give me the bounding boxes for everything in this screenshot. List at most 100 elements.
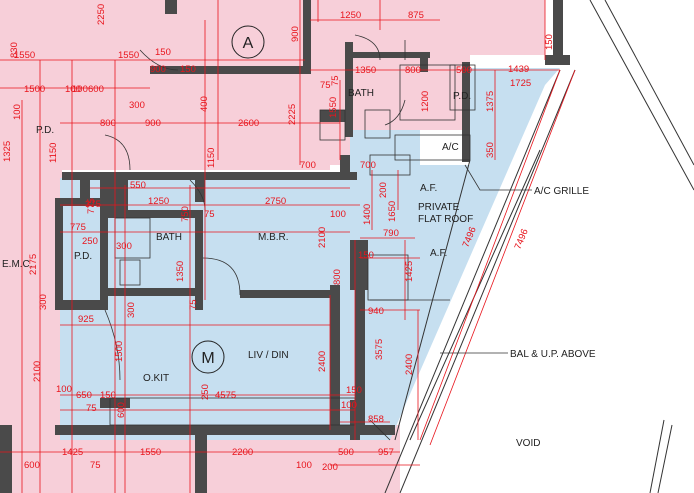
dim-300c: 300 — [126, 302, 137, 318]
dim-940: 940 — [368, 306, 384, 317]
room-pd-m: P.D. — [74, 251, 92, 262]
dim-75b: 75 — [320, 80, 331, 91]
dim-2750: 2750 — [265, 196, 286, 207]
dim-3575: 3575 — [374, 339, 385, 360]
dim-2600: 2600 — [238, 118, 259, 129]
dim-800c: 800 — [332, 269, 343, 285]
dim-1425b: 1425 — [62, 447, 83, 458]
dim-1200: 1200 — [420, 91, 431, 112]
dim-100g: 100 — [296, 460, 312, 471]
dim-100c: 100 — [12, 104, 23, 120]
dim-150a: 150 — [155, 47, 171, 58]
dim-300b: 300 — [116, 241, 132, 252]
dim-375: 375 — [85, 199, 101, 210]
dim-1375: 1375 — [485, 91, 496, 112]
dimension-text: 1550 1550 150 900 150 1250 875 1350 800 … — [14, 10, 531, 473]
dim-775b: 775 — [70, 222, 86, 233]
dim-250b: 250 — [82, 236, 98, 247]
dim-7496b: 7496 — [513, 227, 531, 251]
dim-1350: 1350 — [355, 65, 376, 76]
dim-1650: 1650 — [387, 201, 398, 222]
room-af-mid: A.F. — [430, 248, 447, 259]
room-private-1: PRIVATE — [418, 202, 460, 213]
dim-100f: 100 — [341, 400, 357, 411]
dim-75c: 75 — [204, 209, 215, 220]
dim-1550v: 1550 — [328, 97, 339, 118]
dim-100d: 100 — [330, 209, 346, 220]
dim-75f: 75 — [90, 460, 101, 471]
dim-900a-v: 900 — [290, 26, 301, 42]
dim-75e: 75 — [86, 403, 97, 414]
dim-800b: 800 — [100, 118, 116, 129]
dim-600a: 600 — [88, 84, 104, 95]
dim-957: 957 — [378, 447, 394, 458]
dim-1550c: 1550 — [140, 447, 161, 458]
dim-1325: 1325 — [2, 141, 13, 162]
dim-100e: 100 — [56, 384, 72, 395]
dim-800a: 800 — [405, 65, 421, 76]
dim-2250: 2250 — [96, 4, 107, 25]
room-okit: O.KIT — [143, 373, 169, 384]
dim-150c: 150 — [358, 250, 374, 261]
dim-150e: 150 — [346, 385, 362, 396]
callouts: A/C GRILLE BAL & U.P. ABOVE — [440, 164, 596, 360]
room-liv-din: LIV / DIN — [248, 350, 289, 361]
dim-875: 875 — [408, 10, 424, 21]
dim-2175: 2175 — [28, 254, 39, 275]
dim-250a: 250 — [200, 384, 211, 400]
pink-unit-areas — [0, 0, 545, 493]
dim-500a: 500 — [456, 65, 472, 76]
dim-900a: 900 — [150, 64, 166, 75]
room-pd-left: P.D. — [36, 125, 54, 136]
dim-600c: 600 — [24, 460, 40, 471]
room-void: VOID — [516, 438, 540, 449]
room-bath-m: BATH — [156, 232, 182, 243]
dim-2225: 2225 — [287, 104, 298, 125]
dim-1150b: 1150 — [206, 148, 217, 168]
callout-ac-grille: A/C GRILLE — [534, 186, 589, 197]
dim-1400: 1400 — [362, 204, 373, 225]
dimension-lines — [0, 0, 576, 493]
dim-700a: 700 — [300, 160, 316, 171]
room-private-2: FLAT ROOF — [418, 214, 473, 225]
dim-2100a: 2100 — [317, 227, 328, 248]
dim-1250: 1250 — [340, 10, 361, 21]
dim-2200: 2200 — [232, 447, 253, 458]
dim-1439: 1439 — [508, 64, 529, 75]
dim-75d: 75 — [188, 299, 199, 310]
dimension-text-vertical: 830 2250 400 900 2225 1550 1200 1375 350… — [2, 4, 555, 418]
room-af-top: A.F. — [420, 183, 437, 194]
room-pd-top-right: P.D. — [453, 91, 471, 102]
dim-790: 790 — [383, 228, 399, 239]
dim-200: 200 — [378, 182, 389, 198]
dim-1250b: 1250 — [148, 196, 169, 207]
dim-925: 925 — [78, 314, 94, 325]
dim-900b: 900 — [145, 118, 161, 129]
dim-1150a: 1150 — [48, 143, 59, 163]
dim-500b: 500 — [338, 447, 354, 458]
dim-400: 400 — [199, 96, 210, 112]
dim-150b: 150 — [180, 64, 196, 75]
dim-150-top: 150 — [544, 34, 555, 50]
dim-830: 830 — [9, 42, 20, 58]
dim-100a: 100 — [65, 84, 81, 95]
dim-75a: 75 — [330, 75, 341, 86]
dim-1500b: 1500 — [114, 341, 125, 362]
dim-150d: 150 — [100, 390, 116, 401]
unit-label-m: M — [201, 350, 214, 367]
room-bath-top: BATH — [348, 88, 374, 99]
dim-2100b: 2100 — [32, 361, 43, 382]
dim-100b: 100 — [72, 84, 88, 95]
dim-600b: 600 — [116, 402, 127, 418]
unit-marker-m: M — [191, 340, 225, 374]
dimension-text-diagonal: 7496 7496 — [461, 225, 531, 251]
dim-2400b: 2400 — [404, 354, 415, 375]
room-ac: A/C — [442, 142, 459, 153]
dim-1550a: 1550 — [14, 50, 35, 61]
dim-200b: 200 — [322, 462, 338, 473]
dim-550: 550 — [130, 180, 146, 191]
room-mbr: M.B.R. — [258, 232, 289, 243]
unit-marker-a: A — [231, 25, 265, 59]
dim-700b: 700 — [360, 160, 376, 171]
dim-650: 650 — [76, 390, 92, 401]
